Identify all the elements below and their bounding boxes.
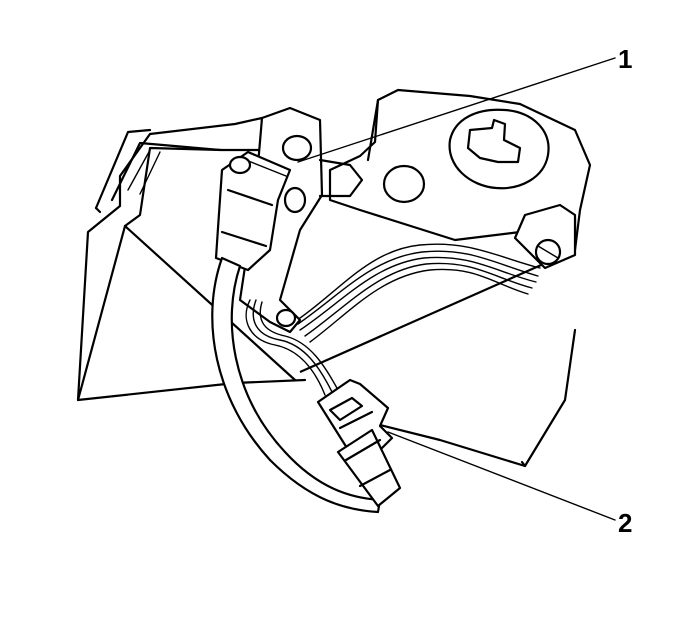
leader-line-1 [297, 57, 616, 163]
stud-nut [283, 186, 307, 214]
callout-label-1: 1 [618, 44, 632, 74]
callout-label-2: 2 [618, 508, 632, 538]
wire-harness [245, 243, 541, 396]
sensor-body [214, 150, 292, 272]
bracket-bolt [275, 308, 297, 328]
leader-lines [297, 57, 616, 521]
leader-line-2 [387, 431, 616, 521]
connector [316, 378, 402, 508]
bracket-arm [513, 203, 577, 270]
sensor-pigtail [211, 256, 382, 514]
bracket-plate [299, 88, 592, 374]
mounting-hole [382, 164, 426, 204]
lower-panel [76, 224, 577, 468]
